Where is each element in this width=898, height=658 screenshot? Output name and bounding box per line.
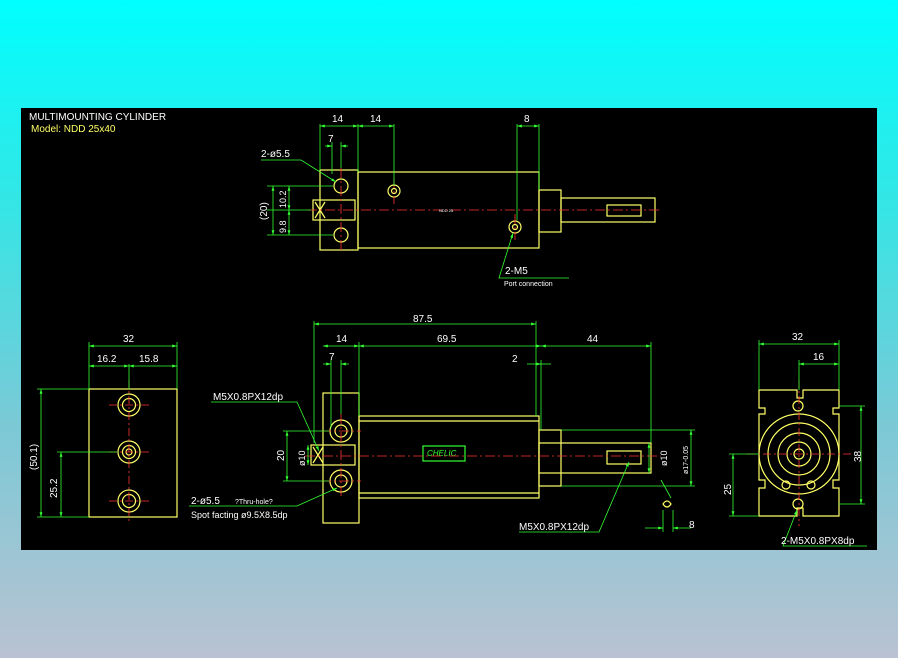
front-dim-87-5: 87.5 bbox=[413, 314, 433, 325]
front-spot-note: Spot facting ø9.5X8.5dp bbox=[191, 510, 288, 520]
top-port-note: 2-M5 bbox=[505, 266, 528, 277]
front-dia-10-right: ø10 bbox=[659, 450, 669, 466]
left-dim-25-2: 25.2 bbox=[49, 478, 60, 498]
right-dim-38: 38 bbox=[853, 450, 864, 462]
top-dim-14b: 14 bbox=[370, 114, 382, 125]
top-dim-10-2: 10.2 bbox=[278, 190, 288, 208]
front-hole-note: 2-ø5.5 bbox=[191, 496, 220, 507]
left-view-outline bbox=[88, 388, 178, 518]
front-view bbox=[310, 392, 672, 524]
right-view-dimensions bbox=[729, 340, 867, 547]
left-view-dimensions bbox=[37, 342, 178, 518]
top-view-head bbox=[538, 189, 562, 233]
right-dim-16: 16 bbox=[813, 352, 825, 363]
front-view-brand-plate bbox=[422, 445, 466, 462]
front-dim-8: 8 bbox=[689, 520, 695, 531]
front-view-dimensions bbox=[189, 321, 695, 533]
front-view-rod bbox=[538, 442, 652, 474]
drawing-sheet: MULTIMOUNTING CYLINDER Model: NDD 25x40 … bbox=[21, 108, 877, 550]
front-dim-44: 44 bbox=[587, 334, 599, 345]
top-hole-note: 2-ø5.5 bbox=[261, 149, 290, 160]
front-dim-14: 14 bbox=[336, 334, 348, 345]
top-view-rod-thread bbox=[606, 204, 642, 217]
left-dim-50-1: (50.1) bbox=[29, 444, 40, 470]
left-dim-15-8: 15.8 bbox=[139, 354, 159, 365]
front-view-centerlines bbox=[305, 414, 661, 498]
front-thru-note: ?Thru-hole? bbox=[235, 499, 273, 506]
front-dia-17: ø17-0.05 bbox=[683, 446, 690, 474]
top-view-centerlines bbox=[307, 168, 661, 250]
front-dia-10-left: ø10 bbox=[297, 450, 307, 466]
right-view-centerlines bbox=[747, 380, 851, 526]
right-thread-note: 2-M5X0.8PX8dp bbox=[781, 536, 855, 547]
top-dim-14a: 14 bbox=[332, 114, 344, 125]
cad-drawing: MULTIMOUNTING CYLINDER Model: NDD 25x40 … bbox=[29, 112, 867, 547]
front-brand: CHELIC bbox=[427, 449, 457, 458]
front-thread-note-right: M5X0.8PX12dp bbox=[519, 522, 589, 533]
top-dim-7: 7 bbox=[328, 134, 334, 145]
front-view-rod-thread bbox=[606, 450, 642, 465]
right-view-hole-top bbox=[792, 400, 804, 412]
left-view-centerlines bbox=[109, 380, 151, 522]
left-view bbox=[88, 388, 178, 518]
left-dim-32: 32 bbox=[123, 334, 135, 345]
right-dim-25: 25 bbox=[723, 483, 734, 495]
drawing-model: Model: NDD 25x40 bbox=[31, 124, 116, 135]
top-view-body-text: NDD 25 bbox=[439, 208, 454, 213]
top-dim-9-8: 9.8 bbox=[278, 220, 288, 233]
front-dim-20: 20 bbox=[276, 449, 287, 461]
top-dim-8: 8 bbox=[524, 114, 530, 125]
top-dim-20: (20) bbox=[259, 202, 270, 220]
top-view-dimensions bbox=[261, 124, 569, 279]
front-view-head bbox=[538, 429, 562, 487]
drawing-title: MULTIMOUNTING CYLINDER bbox=[29, 112, 166, 123]
front-dim-7: 7 bbox=[329, 352, 335, 363]
front-dim-69-5: 69.5 bbox=[437, 334, 457, 345]
left-dim-16-2: 16.2 bbox=[97, 354, 117, 365]
front-thread-note-left: M5X0.8PX12dp bbox=[213, 392, 283, 403]
right-view-hole-bottom bbox=[792, 498, 804, 510]
right-dim-32: 32 bbox=[792, 332, 804, 343]
front-view-left-thread bbox=[310, 444, 356, 466]
front-dim-2: 2 bbox=[512, 354, 518, 365]
top-port-caption: Port connection bbox=[504, 281, 553, 288]
